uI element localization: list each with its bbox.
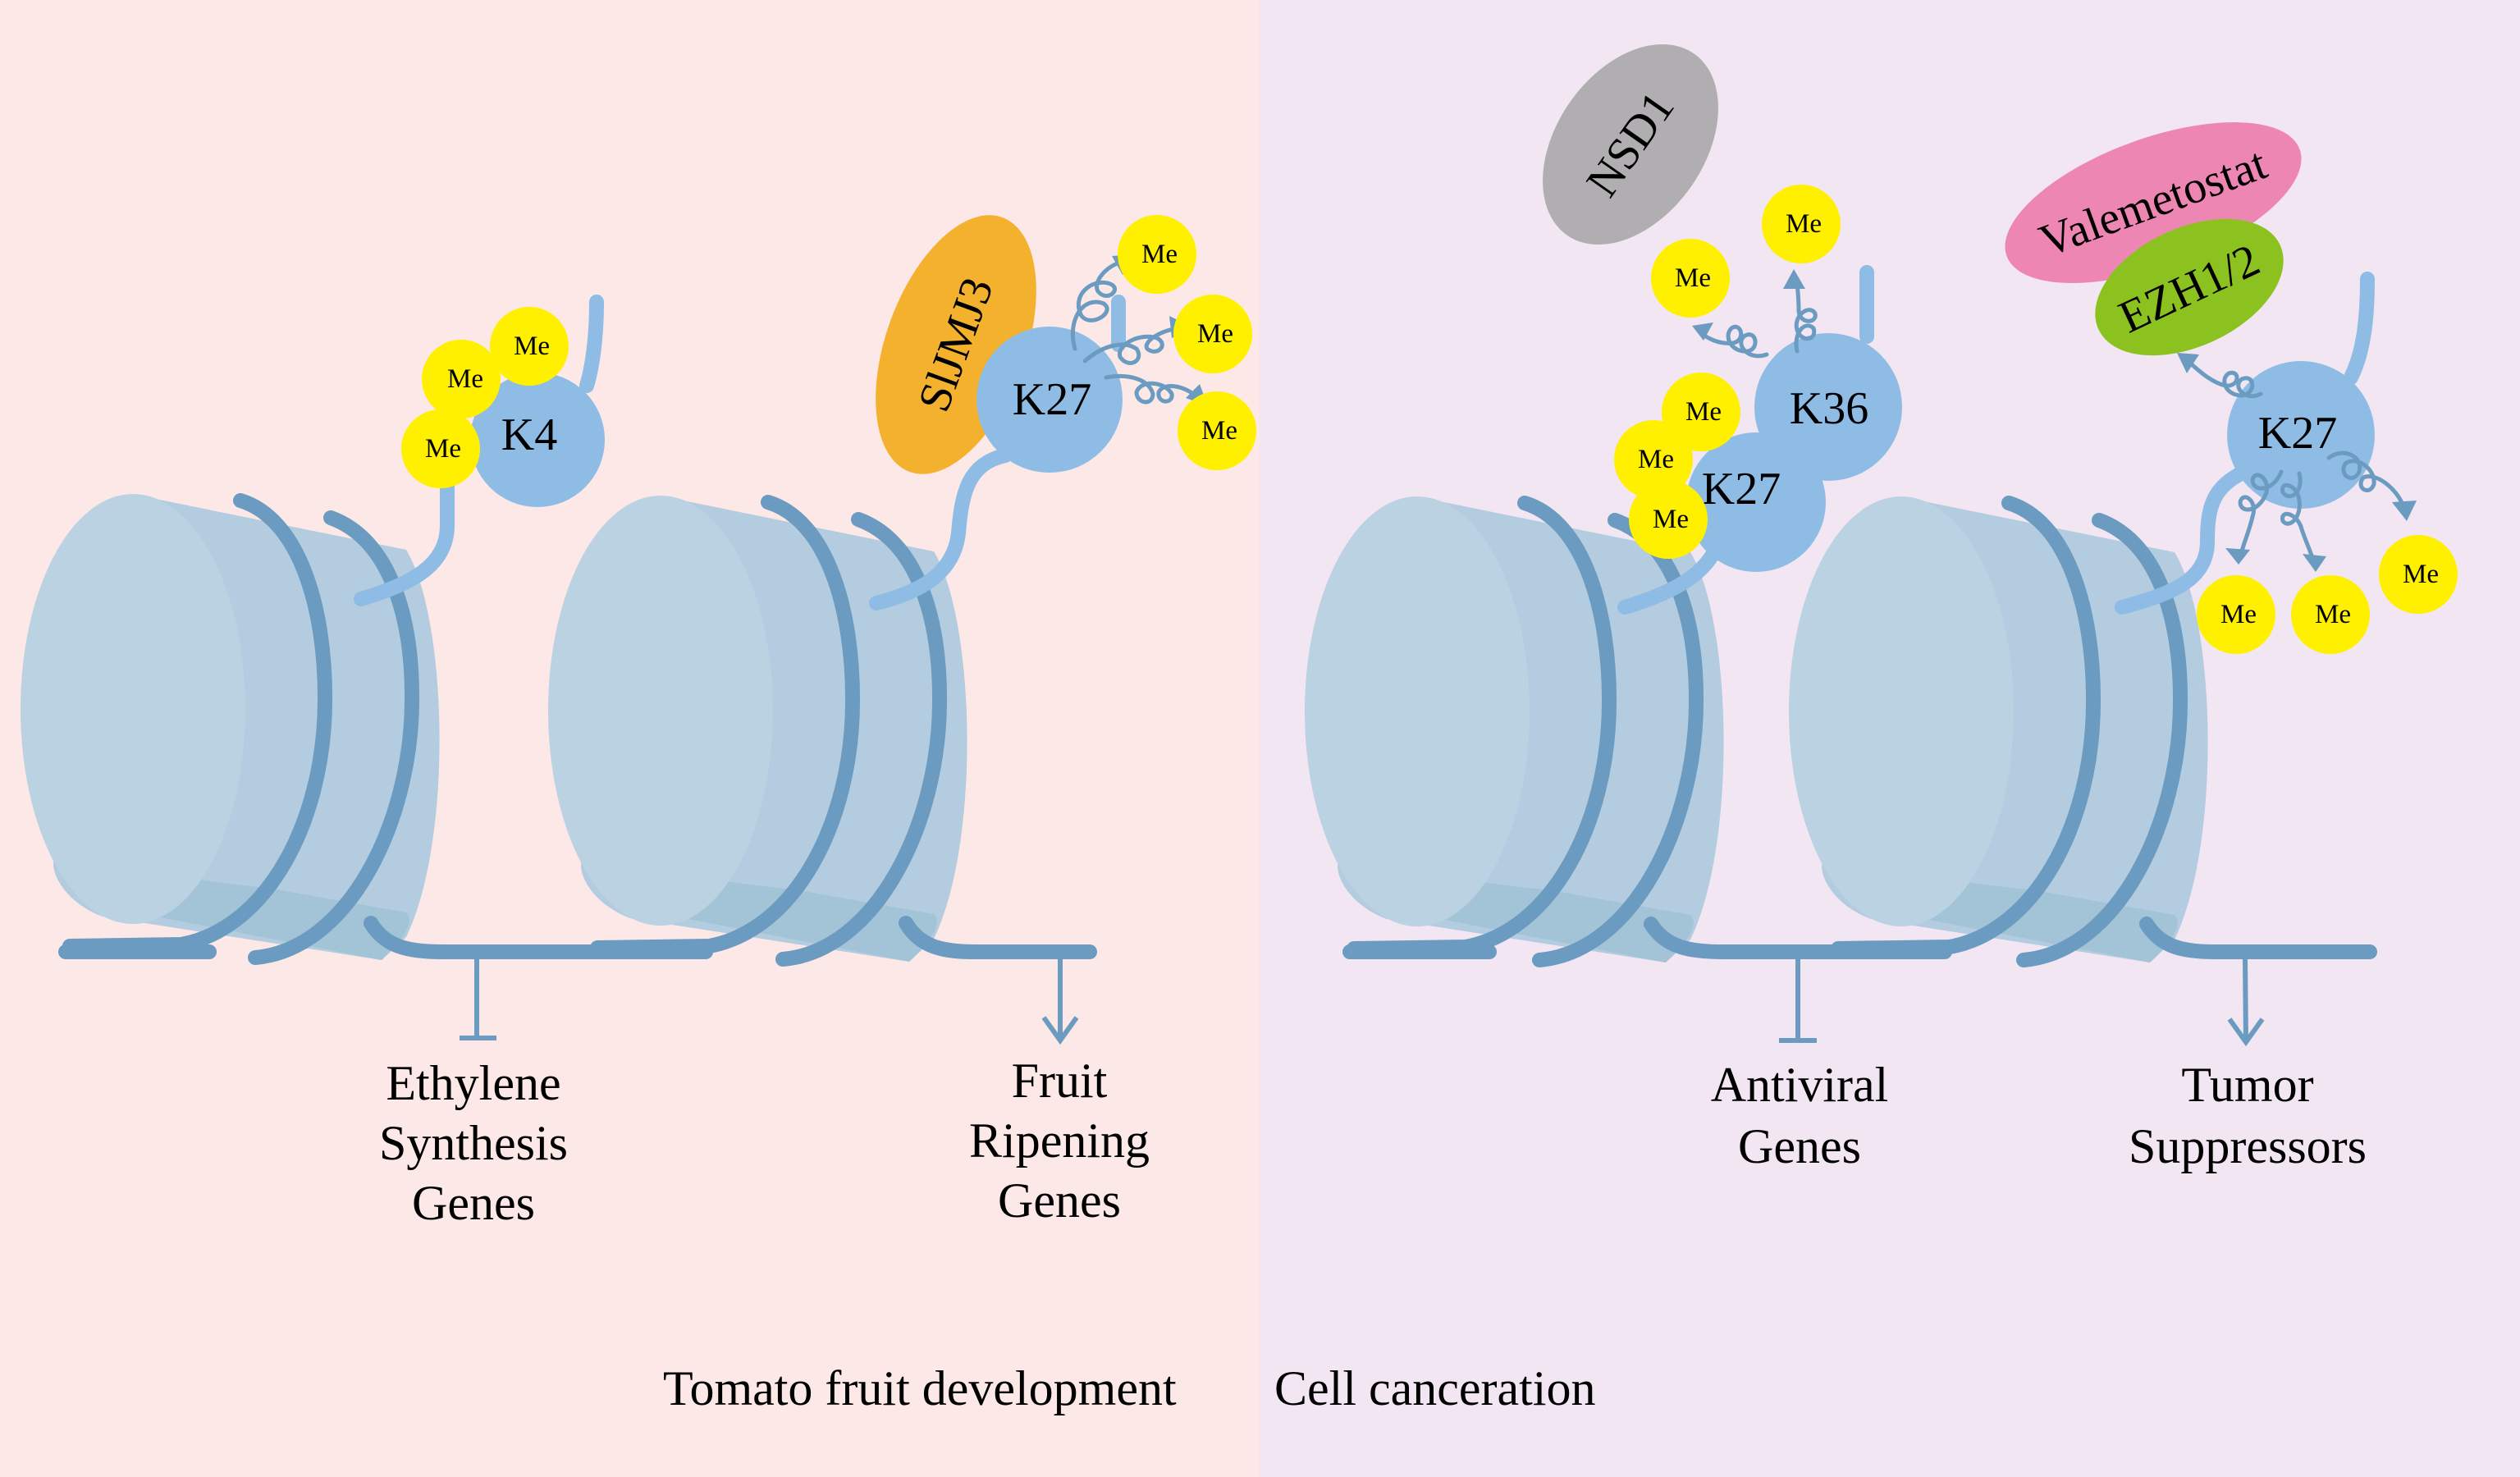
methyl-group: Me [1662,373,1740,451]
nsd1-enzyme [1543,43,1718,245]
methyl-group: Me [1173,295,1252,373]
k27-label: K27 [1013,374,1091,425]
methyl-group: Me [401,409,480,488]
dna-strand [899,916,1097,959]
demethylation-arrow [2280,471,2326,572]
ezh12-enzyme [2095,218,2284,356]
panel-caption-left: Tomato fruit development [663,1361,1177,1415]
nucleosome [1789,496,2208,963]
methyl-group: Me [1651,239,1730,318]
svg-text:Me: Me [425,434,461,464]
k27-label: K27 [1702,464,1781,514]
methyl-group: Me [422,340,501,418]
svg-text:Me: Me [1638,445,1674,474]
svg-text:Me: Me [2403,560,2439,589]
demethylation-arrow [2225,469,2284,565]
target-label-fruit-ripening: Ripening [969,1113,1150,1168]
methyl-group: Me [1762,185,1841,263]
target-label-fruit-ripening: Genes [998,1173,1121,1228]
target-label-fruit-ripening: Fruit [1012,1054,1108,1108]
svg-text:Me: Me [1653,505,1689,534]
k27-label: K27 [2258,408,2337,459]
svg-text:Me: Me [1675,263,1711,293]
svg-text:Me: Me [2220,600,2257,629]
target-label-antiviral: Antiviral [1711,1058,1889,1112]
target-label-ethylene: Ethylene [386,1056,560,1110]
k27-residue [976,327,1123,473]
methyl-group: Me [2379,535,2458,614]
k4-residue [470,373,605,507]
demethylation-arrow [1692,322,1769,359]
demethylation-arrow [2177,353,2263,399]
demethylation-arrow [1783,269,1818,354]
methyl-group: Me [2291,575,2370,654]
methyl-group: Me [1178,391,1256,470]
histone-tail [579,295,604,393]
nucleosome [21,494,440,960]
histone-tail [2344,272,2375,385]
svg-text:Me: Me [1201,416,1237,446]
target-label-tumor-suppressors: Suppressors [2129,1119,2367,1173]
k36-label: K36 [1790,383,1868,434]
histone-tail [2115,460,2260,615]
k4-label: K4 [501,409,557,460]
histone-tail [869,448,1013,610]
dna-strand [2139,917,2377,959]
methyl-group: Me [1118,215,1196,294]
methyl-group: Me [2197,575,2275,654]
demethylation-arrow [2326,450,2417,521]
activate-arrow [2227,957,2265,1047]
nucleosome [548,496,967,962]
svg-text:Me: Me [1786,209,1822,239]
svg-text:Me: Me [1197,319,1233,349]
nucleosome [1305,496,1724,963]
svg-text:Me: Me [514,332,550,361]
methyl-group: Me [1629,480,1708,559]
svg-text:Me: Me [2315,600,2351,629]
target-label-ethylene: Synthesis [379,1116,568,1170]
methyl-group: Me [1614,420,1693,499]
methyl-group: Me [490,307,569,386]
target-label-tumor-suppressors: Tumor [2181,1058,2313,1112]
k36-residue [1754,333,1902,481]
valemetostat-drug [2005,122,2302,283]
dna-strand [1644,917,1952,959]
target-label-antiviral: Genes [1738,1119,1861,1173]
svg-text:Me: Me [447,364,483,394]
left-panel: K4 Me Me Me SlJMJ3 K27 Me Me Me Ethylene… [21,215,1256,1415]
histone-tail [354,477,455,606]
dna-strand [364,916,713,959]
target-label-ethylene: Genes [412,1176,535,1230]
activate-arrow [1041,956,1079,1045]
panel-caption-right: Cell canceration [1274,1361,1595,1415]
k27-residue [2227,361,2375,509]
right-panel: NSD1 K36 K27 Me Me Me Me Me Valemetostat… [1274,43,2458,1415]
svg-text:Me: Me [1141,240,1178,269]
svg-text:Me: Me [1685,397,1722,427]
